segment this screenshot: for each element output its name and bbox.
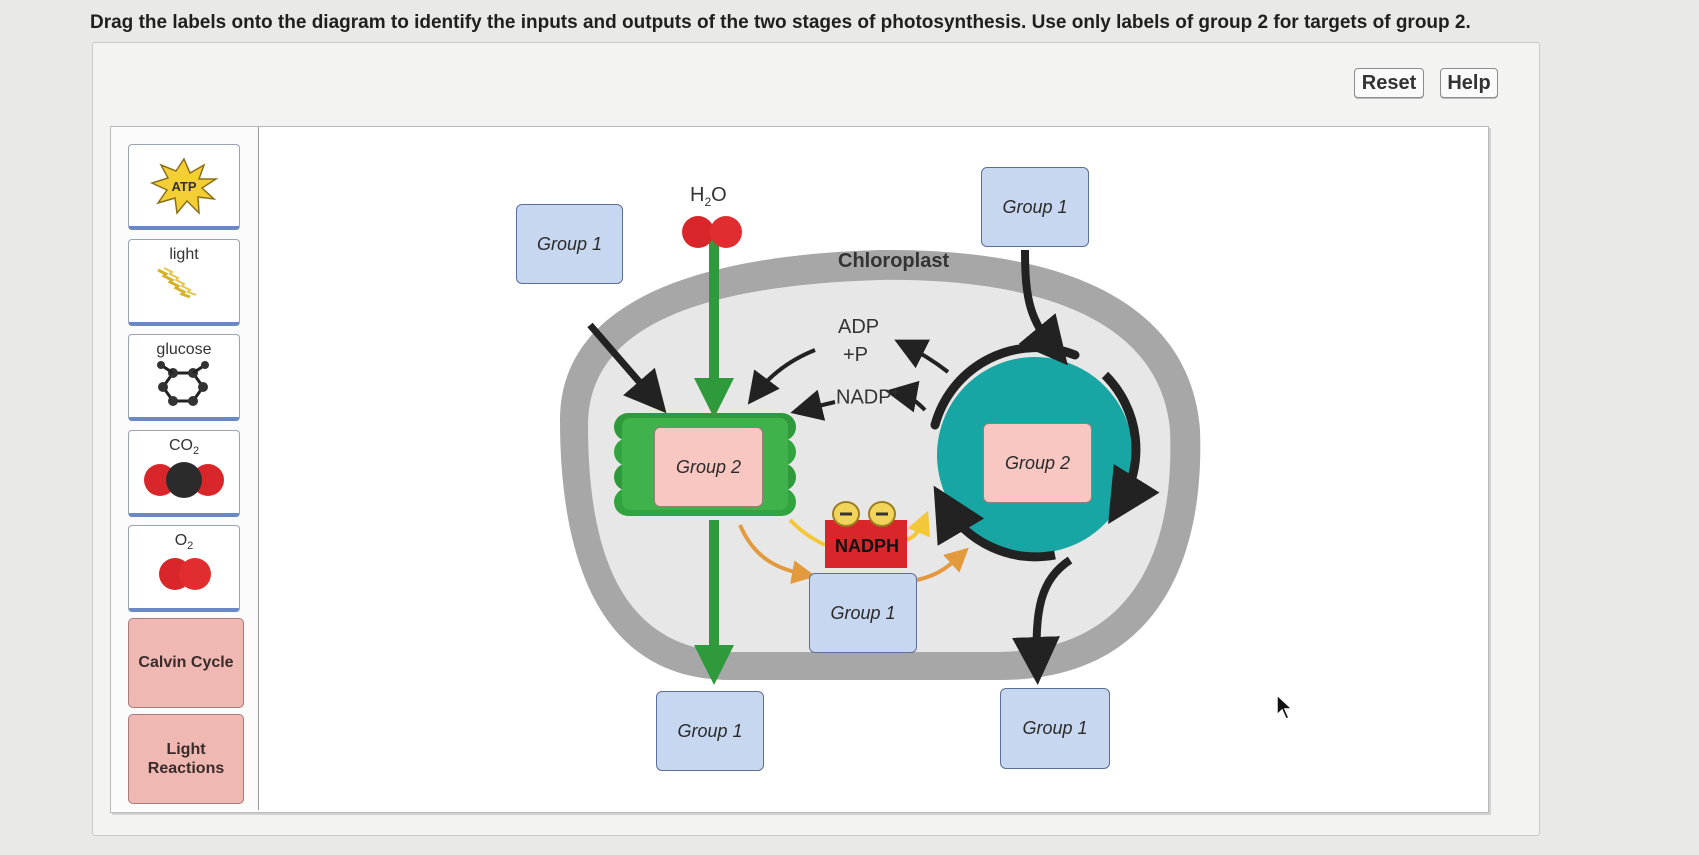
atp-text: ATP: [171, 179, 196, 194]
o2-molecule-icon: [159, 558, 211, 591]
nadp-arrow: [790, 389, 836, 421]
h2o-label: H2O: [690, 184, 727, 209]
glucose-label-text: glucose: [156, 341, 212, 358]
mouse-cursor-icon: [1276, 693, 1294, 720]
label-light-reactions[interactable]: Light Reactions: [128, 714, 244, 804]
label-o2[interactable]: O2: [128, 525, 240, 612]
adp-arrow: [747, 348, 816, 405]
o2-label-text: O2: [174, 532, 194, 553]
co2-molecule-icon: [144, 462, 224, 499]
co2-input-arrow: [1018, 249, 1068, 366]
target-group1-top-left[interactable]: Group 1: [516, 204, 623, 284]
target-group1-bottom-left[interactable]: Group 1: [656, 691, 764, 771]
light-label-text: light: [169, 246, 199, 263]
atp-flow-arrow: [738, 524, 816, 584]
light-input-arrow: [587, 322, 667, 414]
chloroplast-label: Chloroplast: [838, 250, 950, 272]
nadph-flow-arrow: [788, 518, 826, 547]
instructions-text: Drag the labels onto the diagram to iden…: [90, 12, 1471, 33]
nadp-from-cycle-arrow: [885, 380, 927, 413]
reset-button[interactable]: Reset: [1354, 68, 1424, 98]
target-group1-bottom-right[interactable]: Group 1: [1000, 688, 1110, 769]
h2o-molecule: [682, 216, 742, 248]
target-group2-left[interactable]: Group 2: [654, 427, 763, 507]
label-palette: ATP light glucose CO2: [111, 127, 259, 810]
label-co2[interactable]: CO2: [128, 430, 240, 517]
nadph-label: NADPH: [834, 536, 899, 556]
atp-to-cycle-arrow: [916, 547, 969, 582]
cycle-arrow-bottom: [933, 485, 1056, 562]
p-label: +P: [843, 344, 869, 366]
label-light[interactable]: light: [128, 239, 240, 326]
glucose-molecule-icon: [157, 361, 209, 406]
nadph-block: [825, 520, 907, 568]
nadph-to-cycle-arrow: [904, 510, 930, 542]
light-ray-icon: [157, 267, 197, 299]
co2-label-text: CO2: [168, 437, 200, 458]
help-button[interactable]: Help: [1440, 68, 1498, 98]
glucose-output-arrow: [1012, 556, 1073, 685]
label-atp[interactable]: ATP: [128, 144, 240, 230]
target-group2-right[interactable]: Group 2: [983, 423, 1092, 503]
cycle-arrow-right: [1101, 371, 1160, 525]
nadp-label: NADP+: [836, 384, 900, 409]
adp-label: ADP: [838, 316, 880, 338]
target-group1-middle[interactable]: Group 1: [809, 573, 917, 653]
label-glucose[interactable]: glucose: [128, 334, 240, 421]
target-group1-top-right[interactable]: Group 1: [981, 167, 1089, 247]
electron-icons: [832, 501, 896, 527]
atp-burst-icon: ATP: [149, 156, 219, 215]
label-calvin-cycle[interactable]: Calvin Cycle: [128, 618, 244, 708]
adp-from-cycle-arrow: [894, 339, 950, 374]
